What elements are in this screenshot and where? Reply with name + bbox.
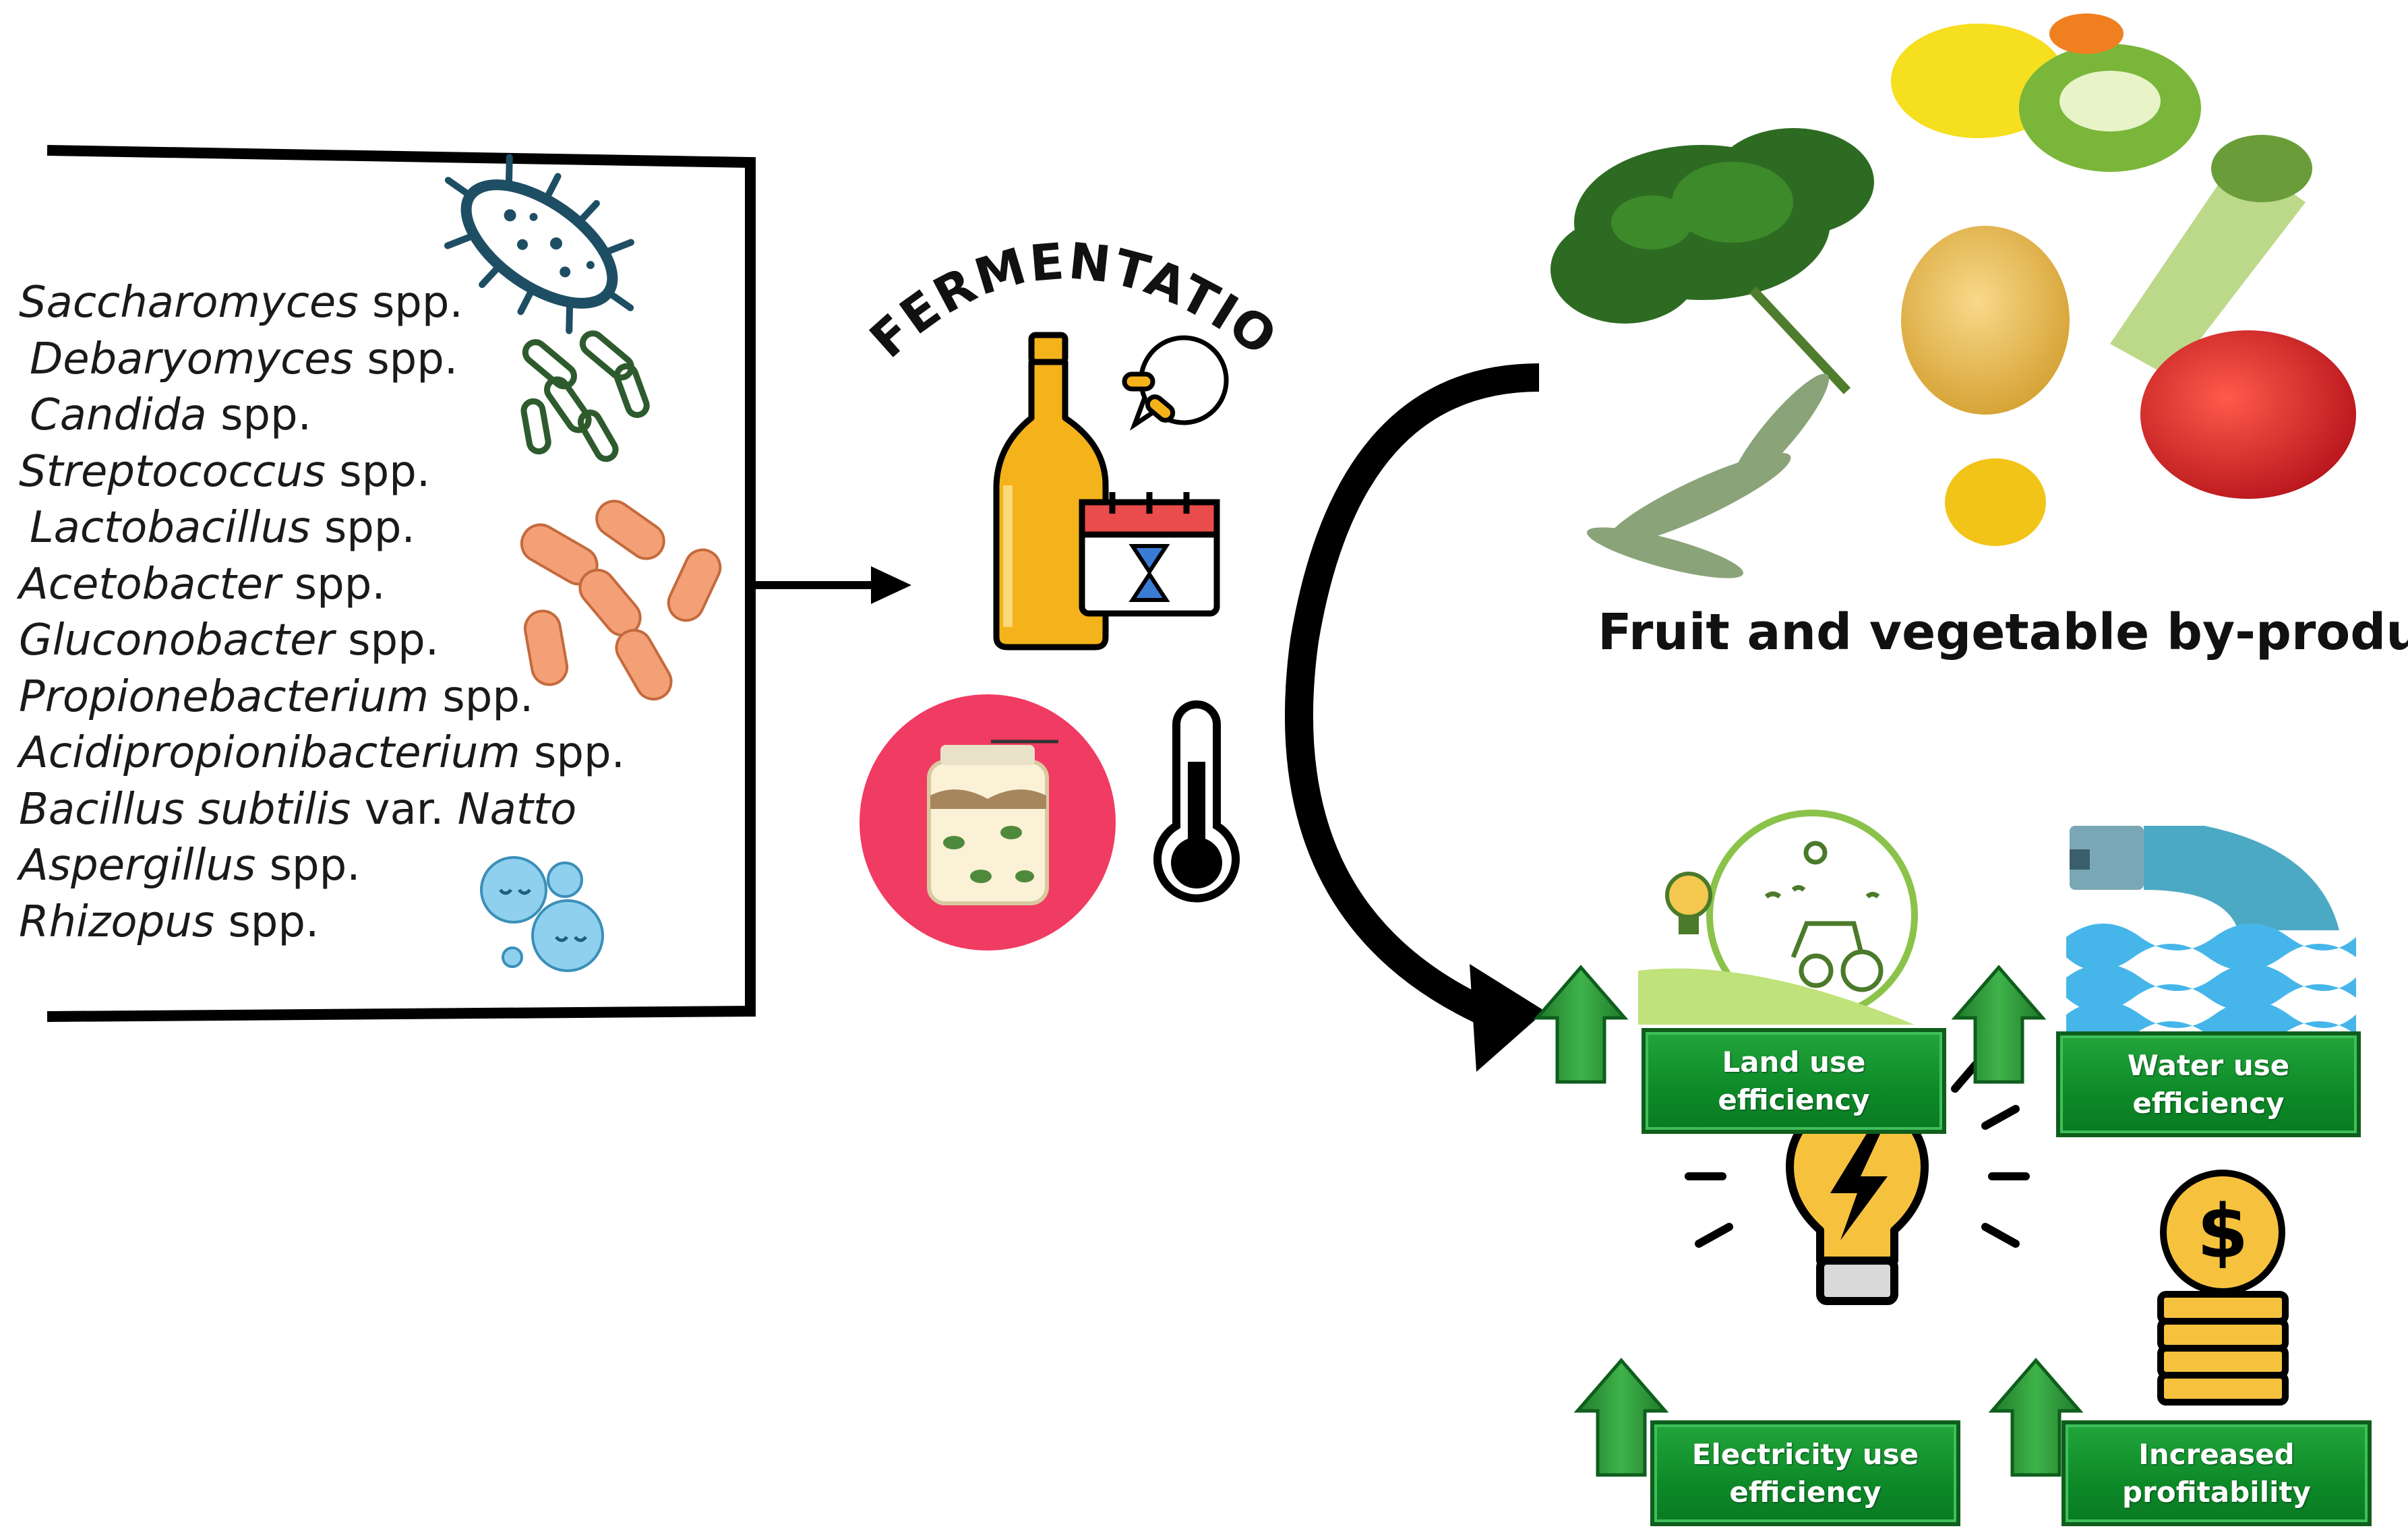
- microbe-item: Aspergillus spp.: [19, 841, 361, 891]
- microbe-item: Rhizopus spp.: [19, 897, 320, 947]
- microbe-item: Saccharomyces spp.: [19, 278, 463, 328]
- microbe-item: Bacillus subtilis var. Natto: [19, 784, 577, 835]
- benefit-electricity-use: Electricity use efficiency: [1650, 1420, 1960, 1526]
- coin-stack-icon: $: [2157, 1170, 2289, 1406]
- benefit-profitability: Increased profitability: [2061, 1420, 2372, 1526]
- microbe-item: Streptococcus spp.: [19, 446, 431, 497]
- calendar-hourglass-icon: [1079, 492, 1220, 617]
- rod-bacteria-orange-icon: [520, 500, 722, 701]
- feedstock-label: Fruit and vegetable by-products: [1598, 603, 2408, 661]
- increase-arrow-land: [1533, 965, 1629, 1084]
- bacterium-icon: [444, 154, 634, 334]
- increase-arrow-electricity: [1573, 1358, 1669, 1477]
- rod-bacteria-green-icon: [520, 330, 650, 462]
- microbe-item: Propionebacterium spp.: [19, 671, 534, 722]
- microbe-item: Gluconobacter spp.: [19, 615, 440, 665]
- benefit-water-use: Water use efficiency: [2056, 1031, 2361, 1137]
- microbe-item: Debaryomyces spp.: [30, 334, 458, 384]
- fruit-vegetable-collage: [1551, 13, 2356, 578]
- svg-text:$: $: [2197, 1188, 2249, 1275]
- microbe-list: Saccharomyces spp. Debaryomyces spp. Can…: [19, 275, 720, 950]
- lightbulb-icon: [1685, 1061, 2030, 1305]
- water-use-icon: [2066, 826, 2356, 1048]
- yeast-icon: [480, 856, 604, 972]
- fermenting-jar-icon: [860, 694, 1116, 950]
- benefit-land-use: Land use efficiency: [1642, 1028, 1946, 1134]
- arrow-to-fermentation: [750, 566, 911, 604]
- microbe-item: Acidipropionibacterium spp.: [19, 728, 625, 778]
- land-use-icon: [1638, 810, 1918, 1025]
- microbe-item: Lactobacillus spp.: [30, 503, 415, 553]
- microbe-item: Candida spp.: [30, 390, 311, 440]
- increase-arrow-profit: [1988, 1358, 2084, 1477]
- bottle-icon: [993, 332, 1109, 651]
- thermometer-icon: [1153, 700, 1240, 903]
- microbe-item: Acetobacter spp.: [19, 559, 386, 609]
- increase-arrow-water: [1951, 965, 2047, 1084]
- curved-arrow: [1284, 363, 1545, 1072]
- pills-bubble-icon: [1122, 335, 1229, 431]
